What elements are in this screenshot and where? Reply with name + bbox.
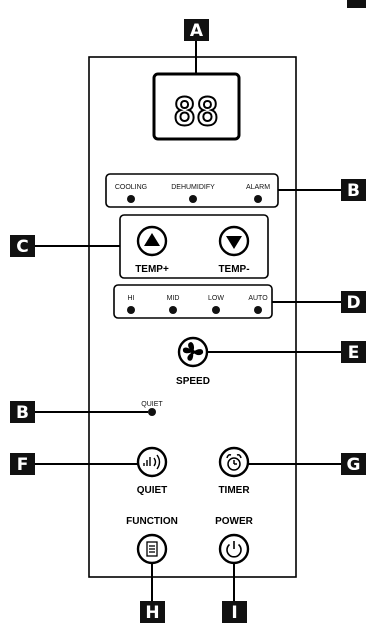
quiet-indicator-label: QUIET <box>141 401 163 408</box>
svg-text:H: H <box>145 603 159 623</box>
svg-text:I: I <box>231 603 237 623</box>
speed-label-mid: MID <box>167 295 180 302</box>
dehumidify-led <box>189 195 197 203</box>
quiet-sound-icon <box>143 454 161 470</box>
speed-label-auto: AUTO <box>248 295 268 302</box>
quiet-button[interactable] <box>136 446 168 478</box>
speed-button[interactable] <box>177 336 209 368</box>
panel-outline <box>88 56 297 578</box>
temp-up-label: TEMP+ <box>135 264 169 275</box>
down-triangle-icon <box>226 236 242 249</box>
speed-label-hi: HI <box>128 295 135 302</box>
callout-h: H <box>140 563 165 623</box>
speed-label: SPEED <box>176 376 210 387</box>
callout-g: G <box>248 453 366 475</box>
power-button-label: POWER <box>215 516 254 527</box>
svg-text:B: B <box>16 403 29 423</box>
svg-text:A: A <box>190 21 204 41</box>
callout-i: I <box>222 563 247 623</box>
callout-c: C <box>10 235 120 257</box>
indicator-label-dehumidify: DEHUMIDIFY <box>171 184 215 191</box>
speed-indicator-bar: HI MID LOW AUTO <box>113 284 273 319</box>
temp-up-button[interactable] <box>136 225 168 257</box>
svg-text:E: E <box>348 343 360 363</box>
callout-b-top: B <box>278 179 366 201</box>
indicator-label-alarm: ALARM <box>246 184 270 191</box>
svg-text:C: C <box>16 237 28 257</box>
auto-led <box>254 306 262 314</box>
power-icon <box>226 541 242 558</box>
function-button[interactable] <box>136 533 168 565</box>
svg-text:G: G <box>347 455 361 475</box>
alarm-clock-icon <box>226 454 242 471</box>
fan-icon <box>182 342 204 361</box>
speed-label-low: LOW <box>208 295 224 302</box>
hi-led <box>127 306 135 314</box>
mid-led <box>169 306 177 314</box>
callout-b-bottom: B <box>10 401 148 423</box>
function-button-label: FUNCTION <box>126 516 178 527</box>
cooling-led <box>127 195 135 203</box>
up-triangle-icon <box>144 233 160 246</box>
power-button[interactable] <box>218 533 250 565</box>
quiet-led <box>148 408 156 416</box>
callout-f: F <box>10 453 138 475</box>
quiet-button-label: QUIET <box>137 485 168 496</box>
callout-d: D <box>272 291 366 313</box>
led-display: 88 <box>152 72 241 141</box>
partial-callout-tag <box>347 0 366 8</box>
timer-button[interactable] <box>218 446 250 478</box>
svg-text:D: D <box>346 293 360 313</box>
alarm-led <box>254 195 262 203</box>
indicator-label-cooling: COOLING <box>115 184 147 191</box>
svg-text:B: B <box>347 181 360 201</box>
function-menu-icon <box>146 541 158 557</box>
svg-text:F: F <box>17 455 29 475</box>
timer-button-label: TIMER <box>218 485 250 496</box>
low-led <box>212 306 220 314</box>
display-digits: 88 <box>173 90 219 134</box>
callout-e: E <box>207 341 366 363</box>
temp-down-label: TEMP- <box>218 264 249 275</box>
indicator-bar-top: COOLING DEHUMIDIFY ALARM <box>105 173 279 208</box>
temp-down-button[interactable] <box>218 225 250 257</box>
